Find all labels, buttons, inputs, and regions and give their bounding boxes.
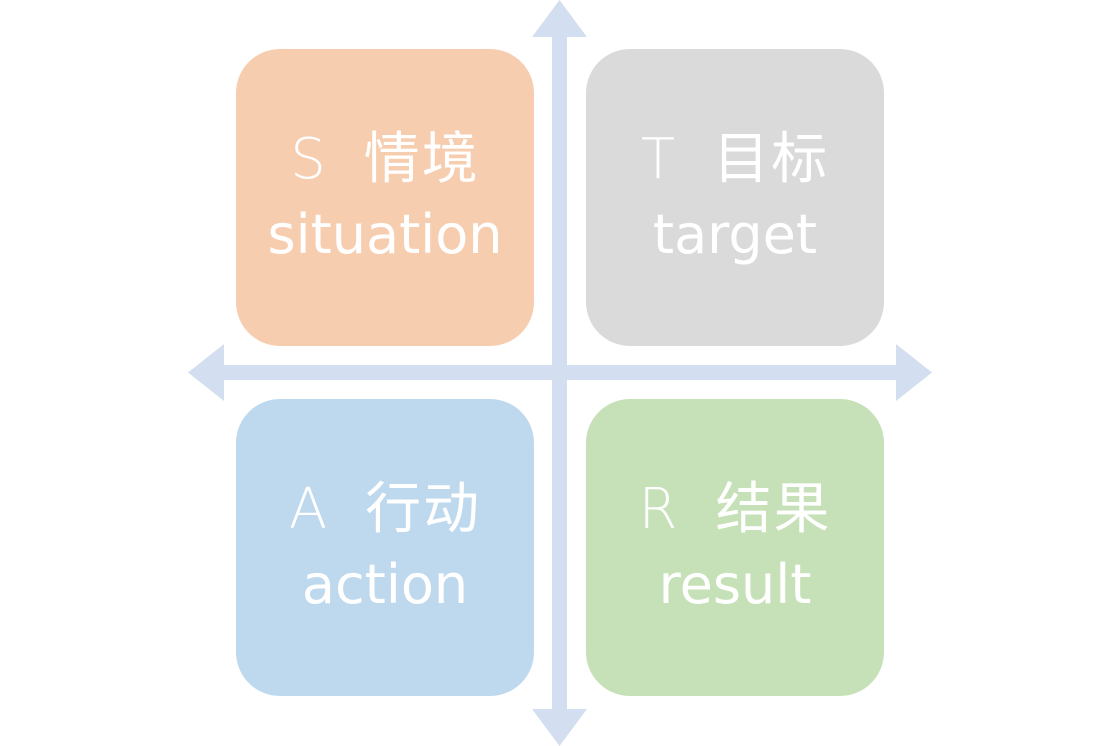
quadrant-action-title: A 行动	[289, 475, 481, 545]
vertical-axis-line	[552, 26, 567, 720]
arrow-right-icon	[896, 344, 932, 401]
situation-english-label: situation	[267, 202, 503, 266]
quadrant-result-title: R 结果	[639, 475, 832, 545]
target-chinese-label: 目标	[713, 126, 830, 192]
arrow-up-icon	[532, 0, 587, 37]
result-letter: R	[638, 476, 678, 542]
situation-letter: S	[290, 126, 326, 192]
arrow-down-icon	[532, 709, 587, 746]
quadrant-target-title: T 目标	[641, 125, 829, 195]
arrow-left-icon	[188, 344, 224, 401]
target-letter: T	[640, 126, 676, 192]
result-english-label: result	[658, 552, 812, 616]
result-chinese-label: 结果	[715, 476, 832, 542]
quadrant-action: A 行动 action	[236, 399, 534, 696]
action-english-label: action	[301, 552, 469, 616]
quadrant-result: R 结果 result	[586, 399, 884, 696]
quadrant-situation-title: S 情境	[290, 125, 480, 195]
target-english-label: target	[652, 202, 818, 266]
situation-chinese-label: 情境	[363, 126, 480, 192]
action-chinese-label: 行动	[365, 476, 482, 542]
quadrant-target: T 目标 target	[586, 49, 884, 346]
quadrant-situation: S 情境 situation	[236, 49, 534, 346]
action-letter: A	[288, 476, 328, 542]
